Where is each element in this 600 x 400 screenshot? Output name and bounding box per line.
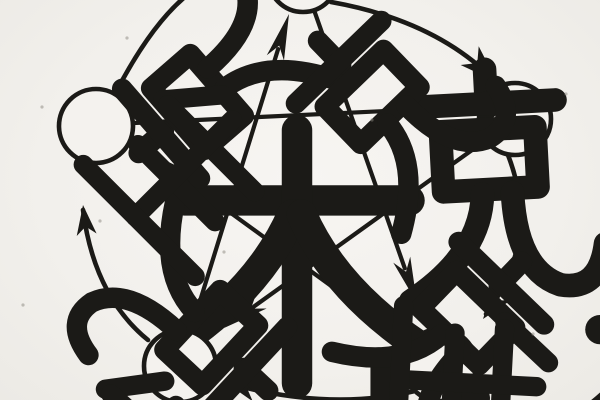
overcoming-arrowhead-water-fire <box>266 14 289 61</box>
node-circle-fire <box>273 0 333 15</box>
scan-speck <box>222 250 226 254</box>
scan-speck <box>564 92 568 96</box>
node-circle-wood <box>56 86 136 166</box>
scan-speck <box>21 303 25 307</box>
generating-arc-water-wood <box>80 207 151 343</box>
generating-arrowhead-water-wood <box>76 205 97 236</box>
scan-speck <box>370 118 374 122</box>
scan-speck <box>125 36 129 40</box>
scan-speck <box>98 219 102 223</box>
scan-speck <box>40 105 44 109</box>
scan-speck <box>531 332 535 336</box>
